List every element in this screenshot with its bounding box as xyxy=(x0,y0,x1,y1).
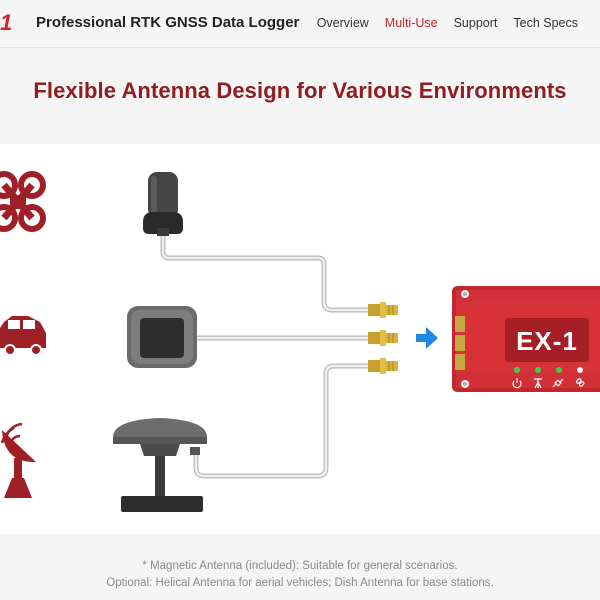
hero-section: Flexible Antenna Design for Various Envi… xyxy=(0,48,600,144)
footnote-magnetic-antenna: * Magnetic Antenna (included): Suitable … xyxy=(142,560,458,572)
top-navigation-bar: 1 Professional RTK GNSS Data Logger Over… xyxy=(0,0,600,48)
arrow-right-icon xyxy=(416,327,438,349)
link-icon xyxy=(575,378,585,387)
nav-links: Overview Multi-Use Support Tech Specs xyxy=(317,16,578,30)
drone-icon xyxy=(0,171,46,232)
footnotes-section: * Magnetic Antenna (included): Suitable … xyxy=(0,534,600,600)
nav-link-tech-specs[interactable]: Tech Specs xyxy=(513,16,578,30)
nav-link-overview[interactable]: Overview xyxy=(316,16,369,30)
magnetic-antenna xyxy=(127,306,197,368)
antenna-diagram: EX-1 xyxy=(0,171,600,512)
ex1-device: EX-1 xyxy=(452,286,600,392)
antenna-icon xyxy=(534,378,542,389)
power-icon xyxy=(512,378,522,389)
nav-link-multi-use[interactable]: Multi-Use xyxy=(384,16,438,30)
satellite-icon xyxy=(552,378,564,388)
section-heading: Flexible Antenna Design for Various Envi… xyxy=(33,78,567,103)
sma-connectors xyxy=(368,302,398,374)
sma-connector-middle xyxy=(368,330,398,346)
nav-link-support[interactable]: Support xyxy=(453,16,498,30)
brand-logo[interactable]: 1 xyxy=(0,10,13,35)
helical-antenna xyxy=(143,172,183,236)
footnote-optional-antennas: Optional: Helical Antenna for aerial veh… xyxy=(106,577,494,589)
antenna-cables xyxy=(160,230,373,479)
page-product-title: Professional RTK GNSS Data Logger xyxy=(36,14,300,31)
satellite-dish-icon xyxy=(0,422,36,498)
sma-connector-top xyxy=(368,302,398,318)
sma-connector-bottom xyxy=(368,358,398,374)
device-label: EX-1 xyxy=(516,326,578,356)
car-icon xyxy=(0,316,46,356)
dish-antenna xyxy=(113,418,207,512)
